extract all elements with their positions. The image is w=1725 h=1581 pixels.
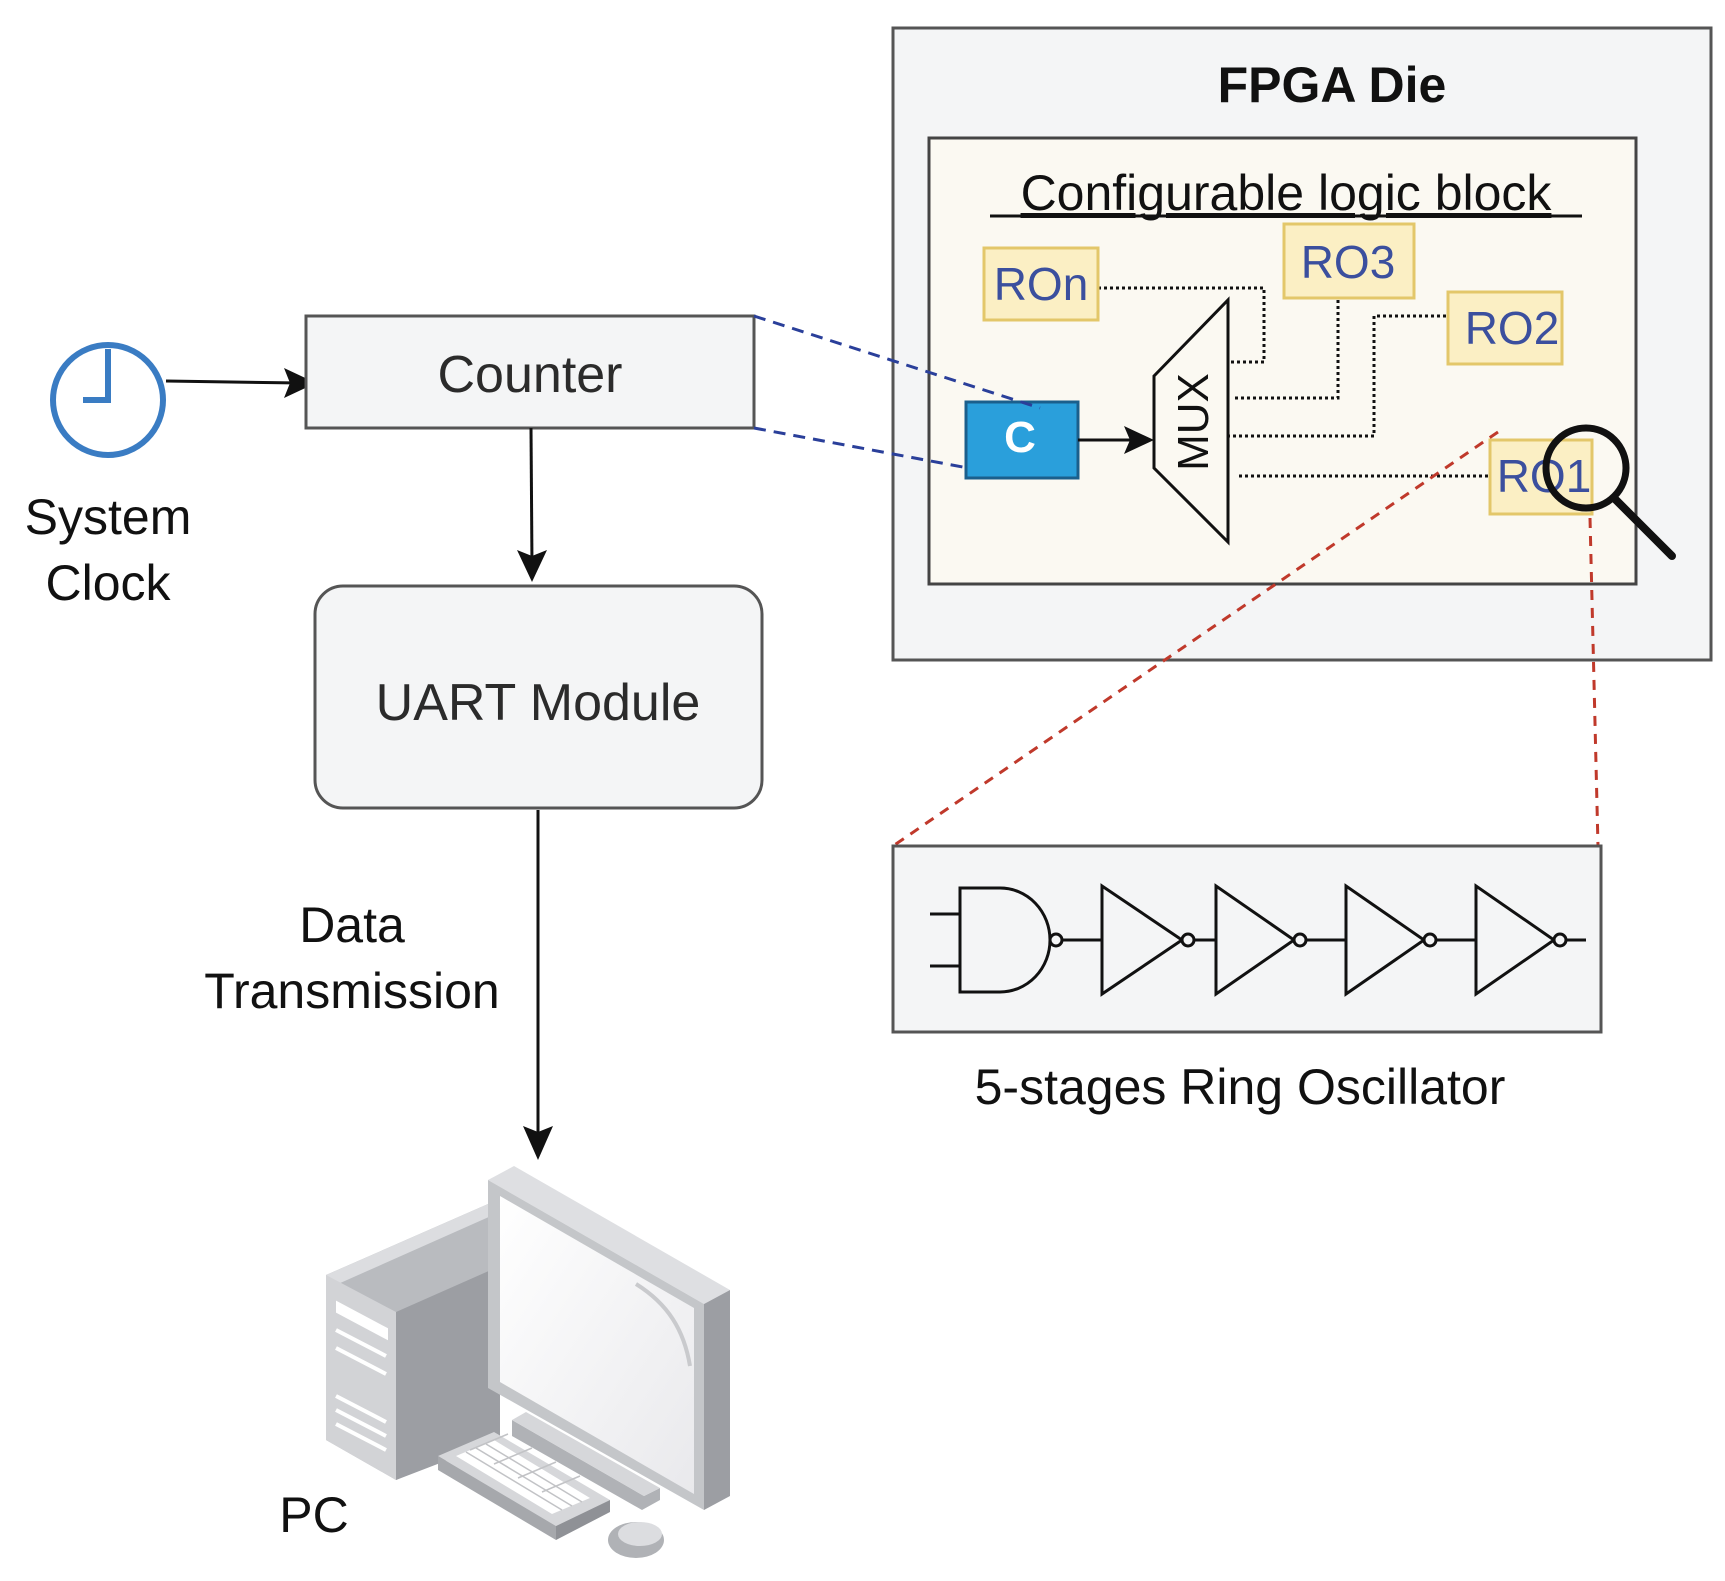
mux-label: MUX <box>1169 373 1218 471</box>
wire-ron <box>1098 286 1266 364</box>
wire-ro2 <box>1224 314 1446 438</box>
clock-icon <box>50 342 166 458</box>
uart-module-block: UART Module <box>313 584 764 810</box>
mux: MUX <box>1152 296 1230 546</box>
c-block-label: C <box>1004 413 1036 462</box>
ro1-zoom-lines <box>892 430 1600 848</box>
inverter-gate-4 <box>1474 883 1586 997</box>
counter-to-uart-arrowhead <box>517 550 547 582</box>
magnifier-icon <box>1542 424 1676 560</box>
counter-label: Counter <box>438 346 623 404</box>
uart-module-label: UART Module <box>376 674 701 732</box>
fpga-die: FPGA Die Configurable logic block ROn RO… <box>891 26 1713 662</box>
counter-zoom-lines <box>753 314 1041 470</box>
clb-title: Configurable logic block <box>1021 165 1553 221</box>
wire-ro3 <box>1232 300 1340 400</box>
system-clock: System Clock <box>25 342 192 611</box>
inverter-gate-2 <box>1214 883 1346 997</box>
uart-to-pc-arrowhead <box>523 1126 553 1160</box>
ro-box-1: RO1 <box>1488 438 1594 516</box>
ring-oscillator-box <box>891 844 1603 1034</box>
inverter-gate-1 <box>1100 883 1216 997</box>
nand-gate <box>930 886 1102 994</box>
counter-c-block: C <box>964 400 1080 480</box>
ro-box-2: RO2 <box>1446 290 1564 366</box>
counter-to-uart-arrow <box>529 427 534 567</box>
system-clock-label-line2: Clock <box>45 555 171 611</box>
clock-to-counter-arrow <box>165 379 301 385</box>
data-transmission-label-line2: Transmission <box>204 963 499 1019</box>
ro-box-n: ROn <box>982 246 1100 322</box>
inverter-gate-3 <box>1344 883 1476 997</box>
ring-oscillator-caption: 5-stages Ring Oscillator <box>975 1059 1506 1115</box>
ro-n-label: ROn <box>994 258 1089 310</box>
fpga-die-title: FPGA Die <box>1218 57 1447 113</box>
system-clock-label-line1: System <box>25 489 192 545</box>
counter-block: Counter <box>304 314 756 430</box>
data-transmission-label-line1: Data <box>299 897 405 953</box>
desktop-pc-icon <box>326 1166 730 1558</box>
ro-box-3: RO3 <box>1282 222 1416 300</box>
ro-2-label: RO2 <box>1465 302 1560 354</box>
clock-to-counter-arrowhead <box>284 368 316 398</box>
ring-oscillator-gates <box>930 883 1586 997</box>
c-to-mux-arrowhead <box>1124 426 1154 454</box>
pc-label: PC <box>279 1487 348 1543</box>
ro-3-label: RO3 <box>1301 236 1396 288</box>
ro-wires <box>1098 286 1488 478</box>
